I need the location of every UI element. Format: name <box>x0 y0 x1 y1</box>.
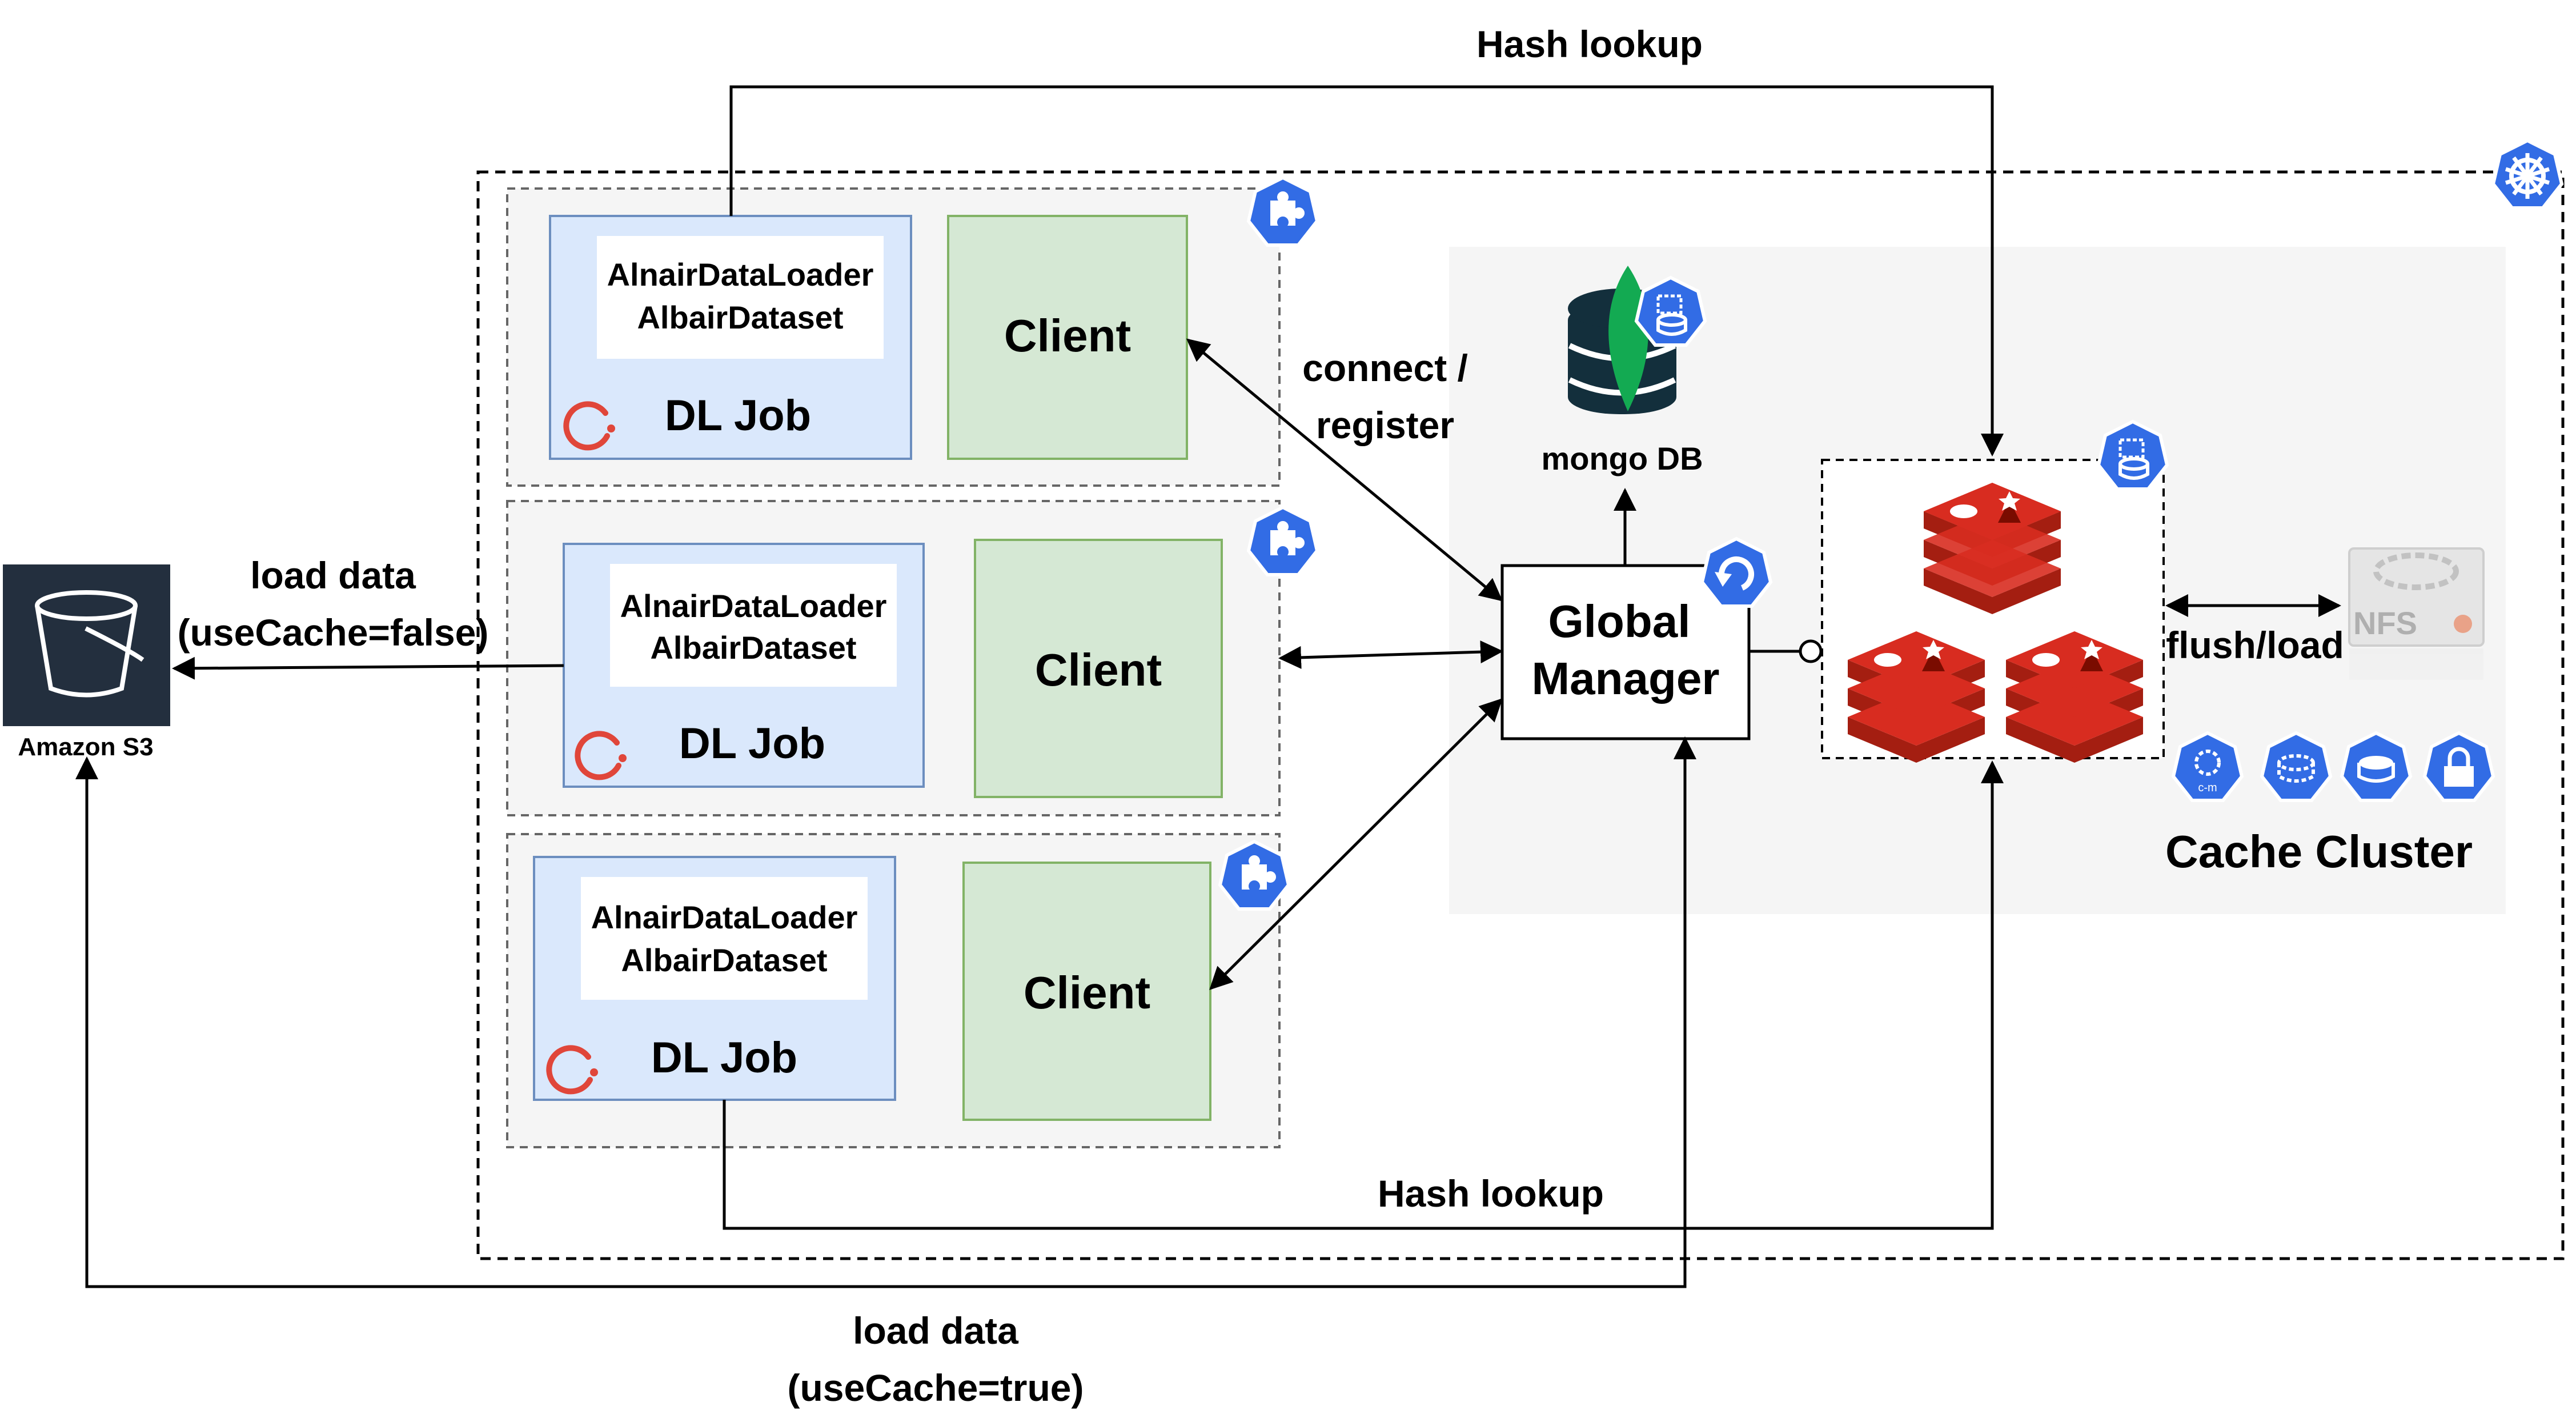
client2-manager-connector <box>1278 640 1503 669</box>
hash-lookup-bottom-line <box>723 760 2004 1230</box>
connect-line1: connect / <box>1302 347 1468 389</box>
amazon-s3-label: Amazon S3 <box>18 733 153 761</box>
volume-icon <box>2342 733 2410 800</box>
loader-text-2: AlnairDataLoader <box>620 588 887 624</box>
configmap-icon: c-m <box>2173 733 2242 800</box>
loader-text-3: AlnairDataLoader <box>591 899 858 935</box>
client-box-1[interactable] <box>947 215 1188 460</box>
load-data-cache-true-line <box>75 736 1696 1288</box>
hash-lookup-top-label: Hash lookup <box>1476 23 1703 65</box>
dl-job-inner-2 <box>610 564 897 687</box>
hash-lookup-top-line <box>729 85 2004 456</box>
puzzle-plugin-icon <box>1249 178 1317 245</box>
load-true-line1: load data <box>853 1309 1019 1352</box>
dataset-text-2: AlbairDataset <box>650 630 856 666</box>
interface-socket <box>1799 639 1823 663</box>
puzzle-plugin-icon <box>1220 842 1289 909</box>
client-box-3[interactable] <box>962 862 1211 1121</box>
s3-bucket-glyph <box>35 590 145 698</box>
svg-text:c-m: c-m <box>2198 782 2217 794</box>
redis-stack-icon <box>2006 631 2143 763</box>
redis-stack-icon <box>1848 631 1985 763</box>
nfs-label: NFS <box>2353 605 2417 641</box>
dl-job-label-2: DL Job <box>679 719 825 768</box>
controller-rotate-icon <box>1702 539 1771 606</box>
persistent-volume-icon <box>1636 278 1705 345</box>
s3-bucket-icon <box>3 564 170 726</box>
dataset-text-3: AlbairDataset <box>621 942 827 978</box>
volume-icon <box>2262 733 2330 800</box>
secret-icon <box>2425 733 2493 800</box>
load-false-line2: (useCache=false) <box>178 611 489 654</box>
client-label-3: Client <box>1024 967 1150 1018</box>
nfs-server-icon: NFS <box>2348 547 2485 680</box>
client-label-2: Client <box>1035 644 1162 695</box>
dl-job-inner-3 <box>581 877 868 1000</box>
global-manager-line2: Manager <box>1532 653 1720 704</box>
pod-ring-icon <box>563 401 615 451</box>
dl-job-label-1: DL Job <box>665 391 811 440</box>
flush-load-label: flush/load <box>2166 624 2344 666</box>
persistent-volume-icon <box>2098 422 2167 489</box>
dataset-text-1: AlbairDataset <box>637 299 843 335</box>
dl-job-label-3: DL Job <box>651 1034 797 1082</box>
loader-text-1: AlnairDataLoader <box>607 257 874 293</box>
dl-job-inner-1 <box>597 236 884 359</box>
cache-cluster-label: Cache Cluster <box>2165 826 2473 877</box>
client1-manager-connector <box>1186 338 1503 602</box>
mongodb-label: mongo DB <box>1541 440 1703 476</box>
k8s-cluster-boundary <box>476 170 2565 1260</box>
client3-manager-connector <box>1209 698 1503 990</box>
connect-line2: register <box>1316 404 1454 446</box>
puzzle-plugin-icon <box>1249 507 1317 575</box>
client-label-1: Client <box>1004 310 1131 361</box>
load-true-line2: (useCache=true) <box>787 1367 1084 1409</box>
global-manager-line1: Global <box>1548 596 1691 647</box>
kubernetes-helm-icon <box>2493 141 2562 208</box>
pod-ring-icon <box>546 1045 598 1095</box>
redis-stack-icon <box>1924 483 2061 614</box>
load-data-cache-false-line <box>172 656 564 680</box>
load-false-line1: load data <box>250 554 416 596</box>
hash-lookup-bottom-label: Hash lookup <box>1378 1172 1604 1215</box>
